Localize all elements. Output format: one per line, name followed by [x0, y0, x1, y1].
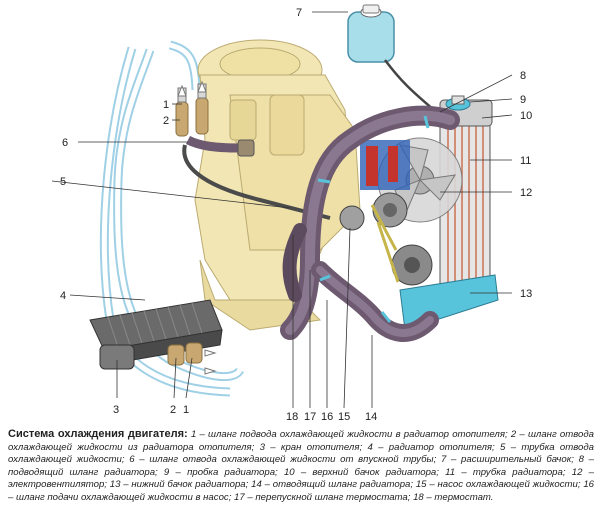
cooling-system-diagram: 1 2 3 4 5 6 7 8 9 10 11 12 13 14 15 16 1…	[51, 4, 532, 423]
callout-9: 9	[520, 94, 526, 106]
callout-1-bottom: 1	[183, 404, 189, 416]
caption-title: Система охлаждения двигателя:	[8, 428, 188, 440]
coolant-outlet-tube	[182, 144, 331, 220]
callout-10: 10	[520, 110, 532, 122]
figure-caption: Система охлаждения двигателя: 1 – шланг …	[8, 428, 594, 505]
callout-4: 4	[60, 290, 66, 302]
callout-5: 5	[60, 176, 66, 188]
callout-17: 17	[304, 411, 316, 423]
callout-2-bottom: 2	[170, 404, 176, 416]
callout-18: 18	[286, 411, 298, 423]
coolant-channels	[360, 140, 410, 190]
callout-11: 11	[520, 155, 531, 167]
flow-arrows	[177, 80, 217, 375]
callout-13: 13	[520, 288, 532, 300]
callout-6: 6	[62, 137, 68, 149]
callout-1-top: 1	[163, 99, 169, 111]
heater-radiator	[89, 299, 223, 370]
expansion-tank	[347, 4, 441, 116]
callout-15: 15	[338, 411, 350, 423]
callout-8: 8	[520, 70, 526, 82]
callout-16: 16	[321, 411, 333, 423]
callout-labels: 1 2 3 4 5 6 7 8 9 10 11 12 13 14 15 16 1…	[60, 7, 532, 423]
callout-12: 12	[520, 187, 532, 199]
callout-14: 14	[365, 411, 377, 423]
pump-pulleys	[339, 192, 433, 286]
heater-hose-fittings	[175, 83, 255, 157]
callout-7: 7	[296, 7, 302, 19]
hose-stripes	[317, 115, 430, 323]
caption-body: 1 – шланг подвода охлаждающей жидкости в…	[8, 429, 595, 503]
callout-2-top: 2	[163, 115, 169, 127]
leader-lines	[51, 11, 513, 409]
callout-3: 3	[113, 404, 119, 416]
